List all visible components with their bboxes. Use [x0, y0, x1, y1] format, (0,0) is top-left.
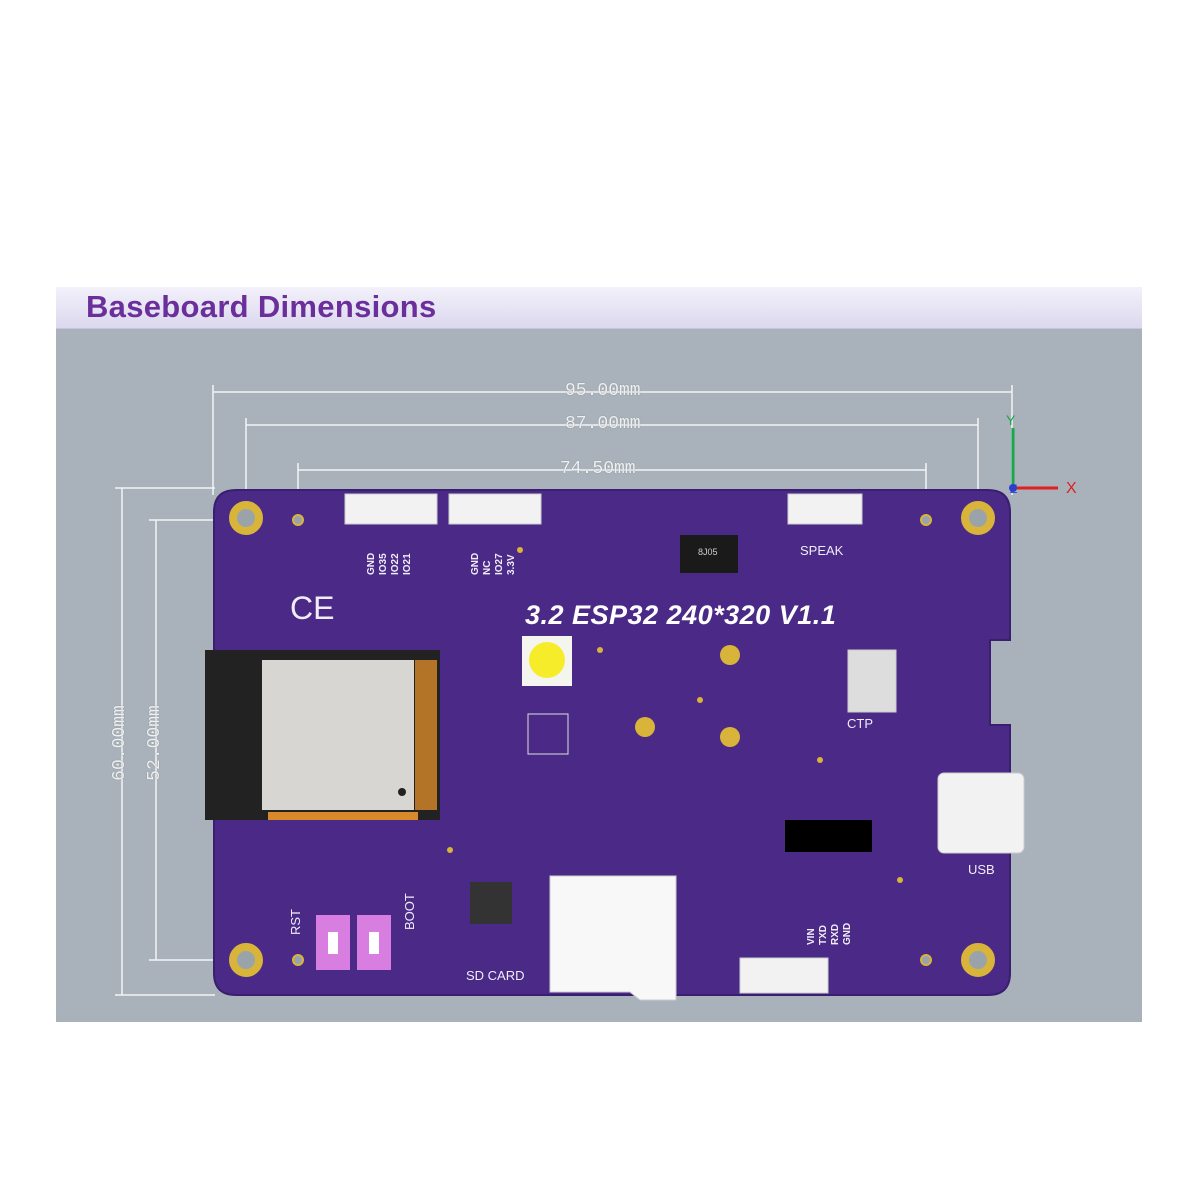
connector1-pin-1: GND	[366, 552, 377, 575]
dim-width-inner: 74.50mm	[560, 459, 636, 479]
axis-x-label: X	[1066, 480, 1077, 497]
page-title: Baseboard Dimensions	[86, 289, 437, 324]
ctp-label: CTP	[847, 716, 873, 731]
uart-pin-1: VIN	[806, 928, 817, 945]
usb-label: USB	[968, 862, 995, 877]
dim-width-outer: 95.00mm	[565, 381, 641, 401]
sd-card-slot	[549, 875, 677, 1001]
connector1-pin-3: IO22	[390, 553, 401, 575]
speaker-label: SPEAK	[800, 543, 844, 558]
dim-height-holes: 52.00mm	[145, 705, 165, 781]
rst-label: RST	[288, 909, 303, 935]
connector2-pin-1: GND	[470, 552, 481, 575]
axis-z-label: Z	[1010, 482, 1018, 496]
uart-pin-4: GND	[842, 922, 853, 945]
chip-marking: 8J05	[698, 547, 718, 557]
connector1-pin-2: IO35	[378, 553, 389, 575]
connectors	[344, 493, 1025, 994]
connector2-pin-3: IO27	[494, 553, 505, 575]
axis-gizmo	[1009, 428, 1058, 492]
ce-mark: CE	[290, 590, 335, 626]
dim-width-holes: 87.00mm	[565, 414, 641, 434]
switches	[316, 915, 391, 970]
uart-pin-2: TXD	[818, 925, 829, 945]
led	[529, 642, 565, 678]
ics	[470, 535, 872, 924]
boot-label: BOOT	[402, 893, 417, 930]
sd-card-label: SD CARD	[466, 968, 525, 983]
connector2-pin-4: 3.3V	[506, 554, 517, 575]
board-model-label: 3.2 ESP32 240*320 V1.1	[525, 600, 837, 630]
dim-height-outer: 60.00mm	[110, 705, 130, 781]
header-band: Baseboard Dimensions	[56, 287, 1142, 329]
connector2-pin-2: NC	[482, 560, 493, 575]
mounting-holes	[229, 501, 995, 977]
pcb-board	[213, 489, 1011, 996]
uart-pin-3: RXD	[830, 923, 841, 945]
axis-y-label: Y	[1006, 412, 1016, 428]
connector1-pin-4: IO21	[402, 553, 413, 575]
dimension-lines	[115, 385, 1013, 996]
